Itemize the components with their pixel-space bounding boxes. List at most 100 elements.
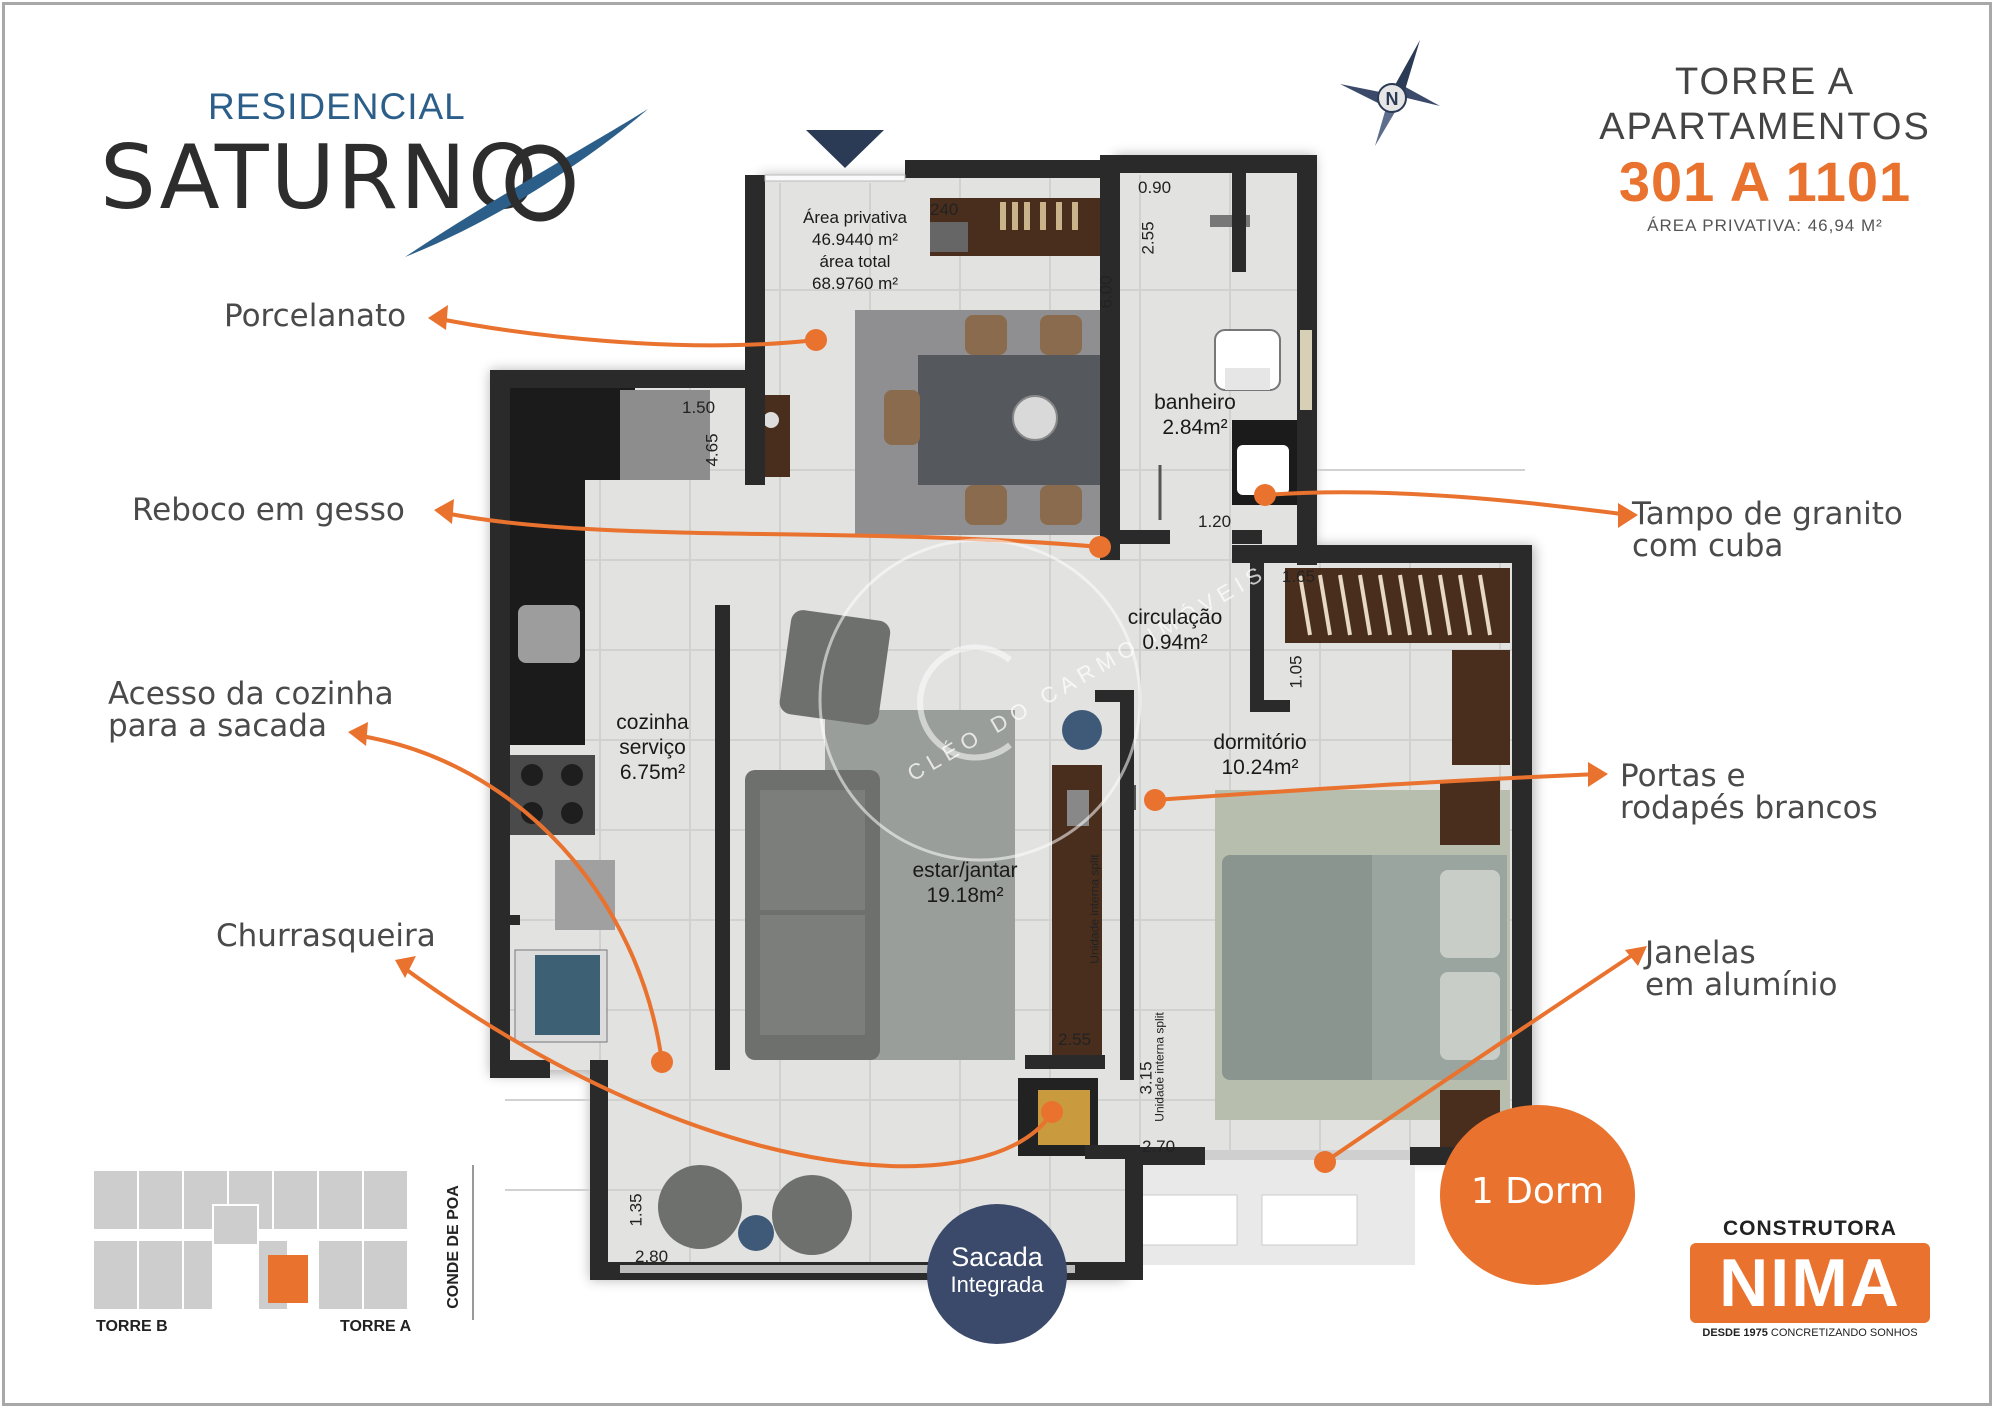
walls [490, 155, 1532, 1280]
builder-name: NIMA [1690, 1243, 1930, 1323]
dorm-count-badge: 1 Dorm [1440, 1105, 1635, 1285]
logo-residencial: RESIDENCIAL [208, 86, 466, 127]
callout-markers [348, 305, 1647, 1173]
sacada-title: Sacada [951, 1242, 1043, 1272]
dimension-label: 1.05 [1286, 655, 1306, 689]
site-plan-street: CONDE DE POA [444, 1185, 462, 1309]
callout-churrasqueira: Churrasqueira [216, 920, 436, 952]
room-label-dormitorio: dormitório 10.24m² [1190, 730, 1330, 780]
logo-ring-swoosh [405, 109, 648, 257]
room-area: 2.84m² [1162, 416, 1228, 439]
dining-chair [965, 315, 1007, 355]
dresser [1452, 650, 1510, 765]
dimension-label: 2.55 [1138, 221, 1158, 255]
callout-text: Reboco em gesso [132, 492, 405, 528]
callout-text: para a sacada [108, 708, 327, 744]
dining-chair [1040, 315, 1082, 355]
room-area: 19.18m² [926, 884, 1004, 907]
printer [930, 222, 968, 252]
callout-porcelanato: Porcelanato [224, 300, 406, 332]
callout-text: Acesso da cozinha [108, 676, 394, 712]
room-name: banheiro [1154, 391, 1236, 414]
room-label-banheiro: banheiro 2.84m² [1130, 390, 1260, 440]
callout-text: em alumínio [1645, 967, 1838, 1003]
dimension-label: 2.80 [635, 1247, 669, 1266]
callout-portas-rodapes: Portas e rodapés brancos [1620, 760, 1878, 824]
area-summary: Área privativa 46.9440 m² área total 68.… [785, 207, 925, 295]
tower-subtitle: APARTAMENTOS [1599, 106, 1931, 148]
balcony-chair [658, 1165, 742, 1249]
bedroom-window [1205, 1150, 1410, 1160]
callout-text: com cuba [1632, 528, 1784, 564]
site-plan-torre-b: TORRE B [96, 1318, 168, 1335]
callout-text: rodapés brancos [1620, 790, 1878, 826]
dimension-label: 1.50 [682, 398, 716, 417]
room-area: 6.75m² [619, 761, 686, 784]
callout-lines [354, 316, 1642, 1169]
site-plan-map [92, 1165, 474, 1320]
private-area-note: ÁREA PRIVATIVA: 46,94 M² [1647, 216, 1883, 235]
balcony-glass [620, 1265, 1075, 1273]
bathroom-window [1300, 330, 1312, 410]
sacada-badge: Sacada Integrada [927, 1204, 1067, 1344]
callout-text: Churrasqueira [216, 918, 436, 954]
balcony-plant [738, 1215, 774, 1251]
area-private-value: 46.9440 m² [812, 230, 898, 249]
split-unit-label: Unidade interna split [1152, 1012, 1167, 1122]
callout-text: Janelas [1645, 935, 1756, 971]
room-name: serviço [619, 736, 686, 759]
plant [1062, 710, 1102, 750]
callout-janelas: Janelas em alumínio [1645, 937, 1837, 1001]
balcony-chair [772, 1175, 852, 1255]
laundry-tank [555, 860, 615, 930]
split-unit-label: Unidade interna split [1087, 854, 1102, 964]
builder-since: DESDE 1975 [1702, 1327, 1768, 1339]
room-name: circulação [1127, 606, 1223, 629]
dining-table [918, 355, 1103, 485]
room-area: 0.94m² [1142, 631, 1208, 654]
pillow [1440, 972, 1500, 1060]
logo-saturno: SATURNO [100, 126, 540, 229]
dimension-label: 4.65 [702, 433, 722, 467]
svg-text:N: N [1386, 89, 1399, 109]
pillow [1440, 870, 1500, 958]
compass-icon: N [1340, 40, 1440, 146]
dimension-label: 6.00 [1096, 275, 1116, 309]
builder-top-text: CONSTRUTORA [1723, 1217, 1897, 1240]
dimension-label: 0.90 [1138, 178, 1172, 197]
dorm-count-label: 1 Dorm [1470, 1171, 1605, 1212]
unit-range: 301 A 1101 [1618, 150, 1912, 213]
kitchen-sink [518, 605, 580, 663]
sacada-subtitle: Integrada [950, 1272, 1044, 1297]
dining-chair [1040, 485, 1082, 525]
dimension-label: 2.55 [1058, 1030, 1092, 1049]
dimension-label: 240 [930, 200, 959, 219]
cooktop [510, 755, 595, 835]
tower-title: TORRE A [1674, 61, 1856, 103]
dimension-label: 1.20 [1198, 512, 1232, 531]
dimension-label: 1.35 [626, 1193, 646, 1227]
area-total-label: área total [819, 252, 891, 271]
site-plan-torre-a: TORRE A [340, 1318, 412, 1335]
room-name: estar/jantar [912, 859, 1018, 882]
dining-chair [965, 485, 1007, 525]
nightstand [1440, 780, 1500, 845]
balcony-planter [1261, 1194, 1358, 1246]
room-area: 10.24m² [1221, 756, 1299, 779]
unit-location-marker [268, 1255, 308, 1303]
tower-info: TORRE A APARTAMENTOS 301 A 1101 ÁREA PRI… [1560, 60, 1970, 238]
balcony-planter [1141, 1194, 1238, 1246]
area-private-label: Área privativa [803, 208, 907, 227]
callout-reboco: Reboco em gesso [132, 494, 405, 526]
callout-text: Tampo de granito [1632, 496, 1903, 532]
dimension-label: 1.65 [1282, 567, 1316, 586]
callout-tampo-granito: Tampo de granito com cuba [1632, 498, 1903, 562]
room-label-cozinha: cozinha serviço 6.75m² [590, 710, 715, 785]
room-name: dormitório [1213, 731, 1307, 754]
room-name: cozinha [616, 711, 689, 734]
room-label-estar: estar/jantar 19.18m² [895, 858, 1035, 908]
callout-text: Portas e [1620, 758, 1746, 794]
